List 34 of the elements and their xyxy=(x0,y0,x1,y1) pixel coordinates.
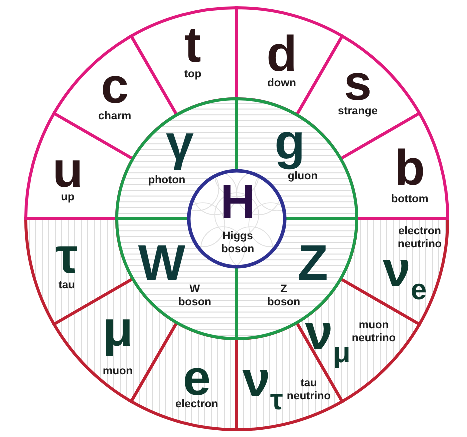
particle-symbol: Z xyxy=(298,243,328,283)
particle-symbol: d xyxy=(266,34,298,74)
particle-symbol: u xyxy=(52,150,84,190)
particle-name: photon xyxy=(148,174,186,188)
particle-name: down xyxy=(268,78,296,90)
particle-name: W boson xyxy=(178,283,212,309)
particle-symbol: g xyxy=(274,114,306,170)
particle-symbol: c xyxy=(101,66,129,106)
particle-symbol: H xyxy=(220,184,256,222)
particle-name: bottom xyxy=(391,194,429,206)
particle-name: gluon xyxy=(288,170,318,184)
particle-name: charm xyxy=(98,110,132,124)
particle-symbol: τ xyxy=(56,236,78,276)
particle-symbol: s xyxy=(344,63,372,103)
particle-name: Higgs boson xyxy=(222,230,254,256)
particle-symbol: t xyxy=(184,25,202,65)
particle-symbol: W xyxy=(138,243,186,283)
particle-symbol: ν$_{μ}$ xyxy=(305,319,351,369)
particle-name: electron neutrino xyxy=(398,225,442,251)
particle-name: top xyxy=(184,68,202,82)
particle-name: muon xyxy=(103,366,133,378)
particle-name: up xyxy=(61,192,75,204)
particle-name: Z boson xyxy=(268,283,300,309)
particle-symbol: ν$_{e}$ xyxy=(383,256,427,306)
particle-name: electron xyxy=(176,398,218,412)
particle-name: strange xyxy=(338,106,378,118)
particle-symbol: b xyxy=(394,148,426,188)
particle-name: muon neutrino xyxy=(352,319,396,345)
particle-symbol: μ xyxy=(102,301,134,357)
particle-symbol: e xyxy=(183,358,211,398)
particle-name: tau xyxy=(58,280,76,292)
particle-symbol: γ xyxy=(166,115,194,171)
particle-name: tau neutrino xyxy=(287,377,331,403)
particle-symbol: ν$_{τ}$ xyxy=(242,366,284,416)
